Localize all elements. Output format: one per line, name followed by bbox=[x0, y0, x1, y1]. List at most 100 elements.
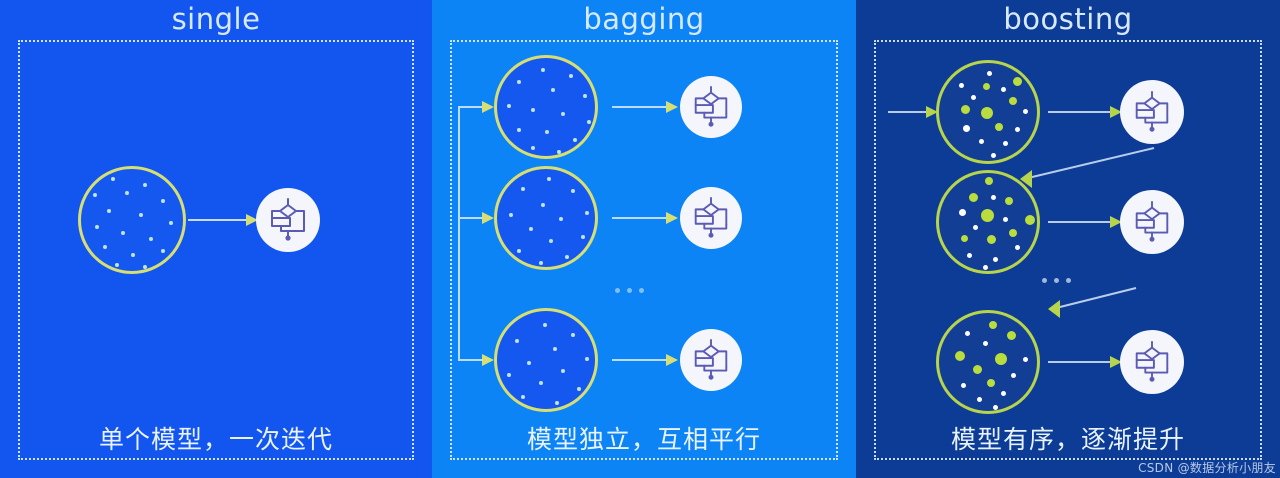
panel-bagging: bagging bbox=[432, 0, 856, 478]
data-point bbox=[581, 235, 585, 239]
data-point-highlight bbox=[1025, 215, 1035, 225]
data-point bbox=[139, 213, 143, 217]
data-point bbox=[983, 341, 988, 346]
continuation-ellipsis bbox=[615, 288, 644, 293]
data-sample-circle bbox=[936, 170, 1040, 274]
panel-caption-boosting: 模型有序，逐渐提升 bbox=[950, 425, 1185, 454]
data-point bbox=[103, 245, 107, 249]
panel-title-single: single bbox=[171, 2, 261, 36]
data-point bbox=[1003, 141, 1008, 146]
data-point bbox=[973, 225, 978, 230]
data-point bbox=[959, 83, 964, 88]
data-point bbox=[993, 257, 998, 262]
data-point bbox=[121, 231, 125, 235]
data-sample-circle bbox=[494, 166, 598, 270]
data-point bbox=[583, 94, 587, 98]
data-point bbox=[517, 249, 521, 253]
data-point bbox=[561, 369, 565, 373]
data-point bbox=[1001, 87, 1006, 92]
data-point-highlight bbox=[969, 193, 978, 202]
data-point bbox=[991, 195, 996, 200]
data-point bbox=[571, 189, 575, 193]
decision-tree-flowchart-icon bbox=[1135, 340, 1169, 382]
data-point bbox=[169, 221, 173, 225]
decision-tree-flowchart-icon bbox=[271, 198, 305, 241]
data-point bbox=[959, 209, 966, 216]
data-point bbox=[521, 187, 525, 191]
data-point-highlight bbox=[987, 235, 996, 244]
data-point bbox=[1003, 217, 1008, 222]
decision-tree-flowchart-icon bbox=[1135, 90, 1169, 132]
data-sample-circle bbox=[936, 60, 1040, 164]
data-point bbox=[963, 125, 970, 132]
panel-caption-single: 单个模型，一次迭代 bbox=[98, 425, 333, 454]
data-point bbox=[979, 139, 984, 144]
data-point bbox=[531, 108, 535, 112]
panel-single: single bbox=[0, 0, 432, 478]
data-point bbox=[991, 153, 996, 158]
data-point bbox=[543, 323, 547, 327]
data-point bbox=[515, 339, 519, 343]
data-point bbox=[983, 265, 988, 270]
data-point bbox=[561, 112, 565, 116]
data-point bbox=[517, 80, 521, 84]
data-point bbox=[1015, 245, 1020, 250]
panel-caption-bagging: 模型独立，互相平行 bbox=[526, 425, 761, 454]
model-icon-badge bbox=[680, 187, 742, 249]
data-point bbox=[573, 138, 577, 142]
data-point-highlight bbox=[961, 235, 968, 242]
data-point bbox=[507, 373, 511, 377]
connector-layer bbox=[458, 101, 678, 366]
data-point bbox=[977, 397, 982, 402]
data-point bbox=[125, 191, 129, 195]
model-icon-badge bbox=[256, 188, 320, 252]
data-point-highlight bbox=[1013, 77, 1022, 86]
data-point bbox=[565, 255, 569, 259]
data-point bbox=[95, 225, 99, 229]
connector-layer bbox=[188, 214, 258, 226]
data-sample-circle bbox=[78, 166, 186, 274]
data-point-highlight bbox=[961, 105, 970, 114]
data-point bbox=[161, 199, 165, 203]
data-point bbox=[115, 263, 119, 267]
data-point bbox=[549, 239, 553, 243]
continuation-ellipsis bbox=[1042, 278, 1071, 283]
panel-frame bbox=[874, 40, 1262, 460]
data-point bbox=[1023, 109, 1028, 114]
data-point-highlight bbox=[995, 123, 1003, 131]
data-point bbox=[149, 237, 153, 241]
data-point-highlight bbox=[981, 209, 994, 222]
data-point bbox=[585, 211, 589, 215]
data-point bbox=[509, 213, 513, 217]
data-point bbox=[965, 331, 970, 336]
data-point bbox=[143, 183, 147, 187]
data-point bbox=[529, 227, 533, 231]
decision-tree-flowchart-icon bbox=[694, 196, 728, 238]
data-point bbox=[1011, 373, 1016, 378]
data-point bbox=[507, 104, 511, 108]
data-point bbox=[569, 74, 573, 78]
data-point-highlight bbox=[987, 379, 995, 387]
data-sample-circle bbox=[494, 55, 598, 159]
data-point bbox=[553, 347, 557, 351]
data-point bbox=[967, 253, 972, 258]
data-point-highlight bbox=[985, 177, 993, 185]
data-point bbox=[571, 333, 575, 337]
data-point bbox=[993, 405, 998, 410]
data-point-highlight bbox=[1009, 97, 1017, 105]
data-point bbox=[539, 261, 543, 265]
panel-title-bagging: bagging bbox=[583, 2, 705, 36]
data-point bbox=[987, 71, 992, 76]
data-point bbox=[585, 357, 589, 361]
data-point bbox=[539, 381, 543, 385]
data-point bbox=[971, 95, 976, 100]
data-point bbox=[559, 217, 563, 221]
data-point bbox=[521, 395, 525, 399]
data-point bbox=[1015, 127, 1020, 132]
data-point bbox=[1023, 357, 1028, 362]
model-icon-badge bbox=[680, 329, 742, 391]
decision-tree-flowchart-icon bbox=[1135, 200, 1169, 242]
data-point bbox=[555, 401, 559, 405]
panel-frame bbox=[450, 40, 838, 460]
